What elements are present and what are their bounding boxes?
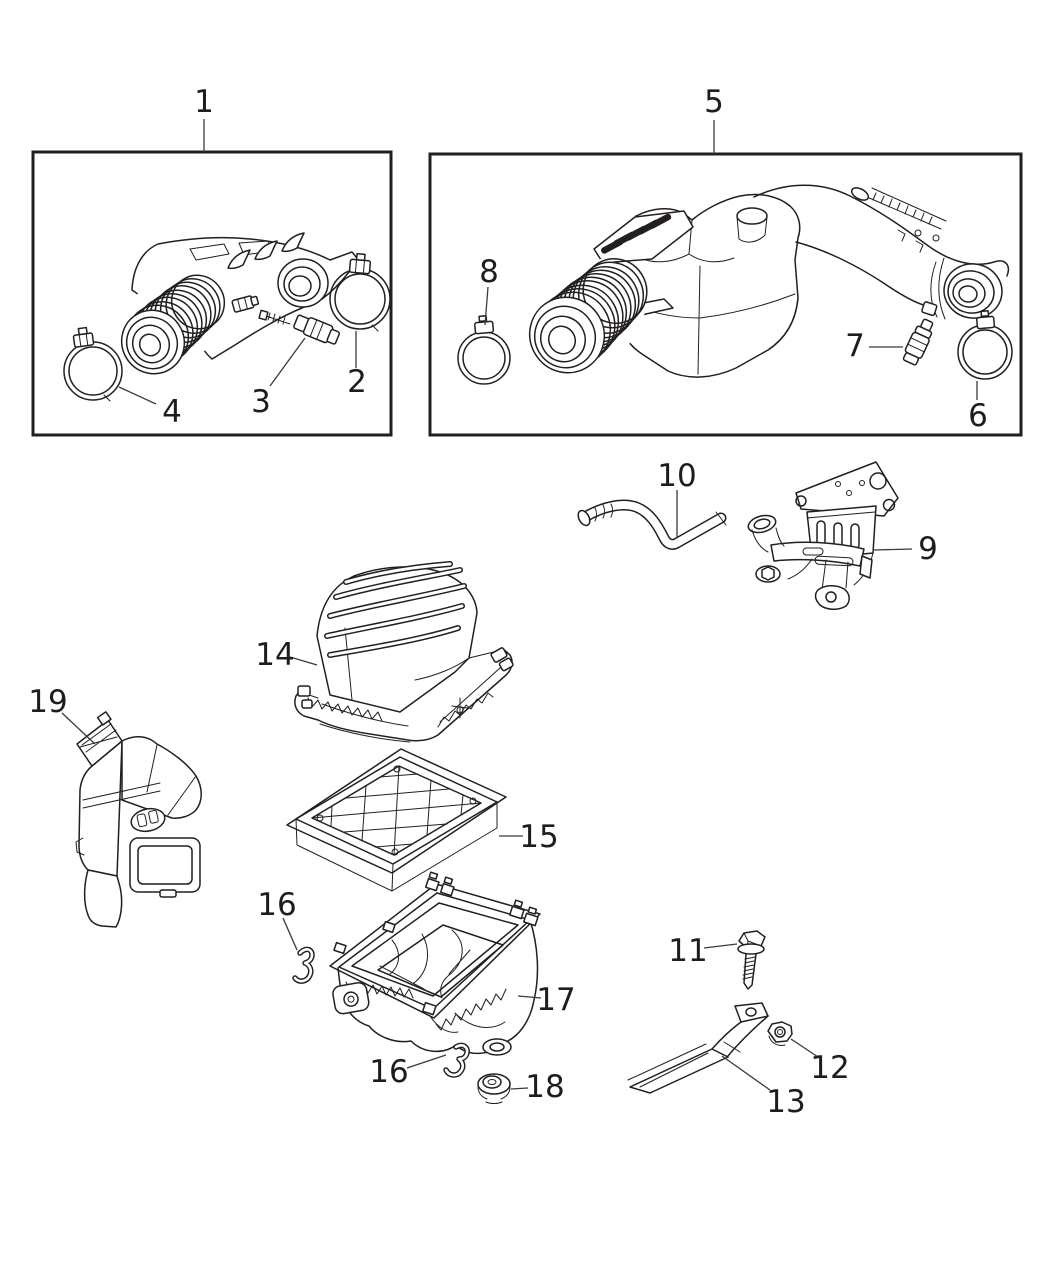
- air-cleaner-body-drawing-17: [329, 871, 541, 1056]
- callout-5: 5: [704, 84, 724, 154]
- callout-14: 14: [255, 637, 318, 673]
- support-strap-drawing-13: [627, 1002, 769, 1094]
- part-number-5: 5: [704, 84, 724, 120]
- part-number-16-lower: 16: [369, 1054, 408, 1090]
- leader-line-12: [790, 1038, 819, 1058]
- intake-duct-assembly-drawing-1: [120, 232, 362, 375]
- retaining-clip-drawing-16-lower: [443, 1042, 470, 1078]
- leader-line-11: [703, 943, 738, 949]
- leader-line-13: [721, 1055, 771, 1091]
- hose-clamp-drawing-8: [457, 315, 511, 385]
- air-filter-element-drawing-15: [286, 748, 507, 892]
- callout-7: 7: [845, 328, 903, 364]
- callout-12: 12: [790, 1038, 850, 1086]
- callout-9: 9: [873, 531, 938, 567]
- leader-line-18: [510, 1087, 529, 1090]
- leader-line-16-upper: [282, 917, 298, 951]
- clamp-screw-detail: [231, 295, 260, 313]
- part-number-19: 19: [28, 684, 67, 720]
- bolt-drawing-11: [737, 930, 766, 990]
- leader-line-19: [61, 712, 96, 745]
- callout-6: 6: [968, 381, 988, 434]
- callout-4: 4: [118, 386, 182, 430]
- callout-8: 8: [479, 254, 499, 326]
- callout-10: 10: [657, 458, 697, 537]
- part-number-11: 11: [668, 933, 707, 969]
- callout-16-lower: 16: [369, 1054, 447, 1090]
- leader-line-16-lower: [406, 1054, 447, 1069]
- part-number-2: 2: [347, 364, 367, 400]
- vapor-hose-drawing-10: [577, 499, 727, 550]
- leader-line-4: [118, 386, 157, 405]
- cover-screw-detail: [451, 697, 469, 719]
- leader-line-17: [517, 995, 542, 999]
- callout-15: 15: [499, 819, 559, 855]
- air-cleaner-cover-drawing-14: [294, 561, 514, 743]
- part-number-8: 8: [479, 254, 499, 290]
- part-number-4: 4: [162, 394, 182, 430]
- retaining-clip-drawing-16-upper: [292, 946, 315, 984]
- part-number-6: 6: [968, 398, 988, 434]
- hose-clamp-drawing-4: [63, 326, 123, 402]
- screw-drawing: [265, 312, 291, 325]
- leader-line-3: [269, 337, 306, 387]
- part-number-16-upper: 16: [257, 887, 296, 923]
- callouts: 1 2 3 4 5 6 7 8: [28, 84, 988, 1120]
- part-number-15: 15: [519, 819, 558, 855]
- leader-line-14: [289, 656, 318, 666]
- callout-17: 17: [517, 982, 576, 1018]
- callout-19: 19: [28, 684, 96, 745]
- part-number-10: 10: [657, 458, 696, 494]
- callout-13: 13: [721, 1055, 806, 1120]
- part-number-1: 1: [194, 84, 214, 120]
- callout-2: 2: [347, 331, 367, 400]
- callout-11: 11: [668, 933, 738, 969]
- part-number-3: 3: [251, 384, 271, 420]
- part-number-7: 7: [845, 328, 865, 364]
- air-inlet-duct-assembly-drawing-5: [528, 184, 1010, 378]
- callout-16-upper: 16: [257, 887, 298, 951]
- part-number-12: 12: [810, 1050, 849, 1086]
- part-number-13: 13: [766, 1084, 805, 1120]
- callout-3: 3: [251, 337, 306, 420]
- hose-clamp-drawing-2: [329, 252, 391, 332]
- part-number-14: 14: [255, 637, 294, 673]
- nut-drawing-12: [767, 1021, 793, 1046]
- air-temperature-sensor-drawing-7: [902, 318, 934, 366]
- air-temperature-sensor-drawing-3: [293, 314, 340, 345]
- callout-1: 1: [194, 84, 214, 152]
- leader-line-8: [484, 286, 489, 326]
- air-inlet-duct-drawing-19: [75, 711, 202, 928]
- support-bracket-drawing-9: [747, 461, 899, 610]
- leader-line-9: [873, 548, 913, 551]
- grommet-drawing-18: [477, 1073, 511, 1104]
- mounting-ear: [332, 981, 370, 1015]
- hose-clamp-drawing-6: [957, 310, 1013, 380]
- part-number-9: 9: [918, 531, 938, 567]
- callout-18: 18: [510, 1069, 565, 1105]
- part-number-18: 18: [525, 1069, 564, 1105]
- part-number-17: 17: [536, 982, 575, 1018]
